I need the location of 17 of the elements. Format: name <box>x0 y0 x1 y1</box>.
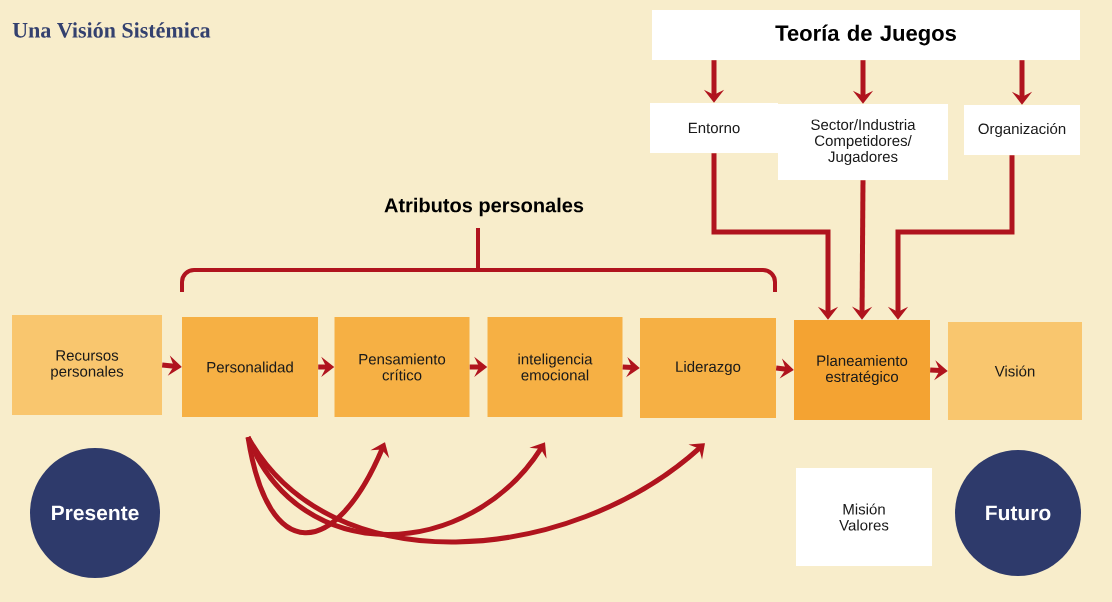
process-box: inteligencia emocional <box>487 317 623 417</box>
process-box: Recursos personales <box>12 315 162 415</box>
process-box: Liderazgo <box>640 318 776 418</box>
node-label: Entorno <box>688 122 740 134</box>
process-box: Personalidad <box>182 317 318 417</box>
process-box: Visión <box>948 322 1082 420</box>
text-box: Entorno <box>650 103 778 153</box>
header-box: Teoría de Juegos <box>652 10 1080 60</box>
arrow <box>711 153 839 320</box>
text-box: Organización <box>964 105 1080 155</box>
node-label: Sector/Industria Competidores/ Jugadores <box>811 119 916 165</box>
title: Una Visión Sistémica <box>12 22 211 38</box>
process-box: Planeamiento estratégico <box>794 320 930 420</box>
heading: Atributos personales <box>384 197 584 217</box>
text-box: Misión Valores <box>796 468 932 566</box>
process-box: Pensamiento crítico <box>334 317 470 417</box>
arrow <box>245 435 705 545</box>
